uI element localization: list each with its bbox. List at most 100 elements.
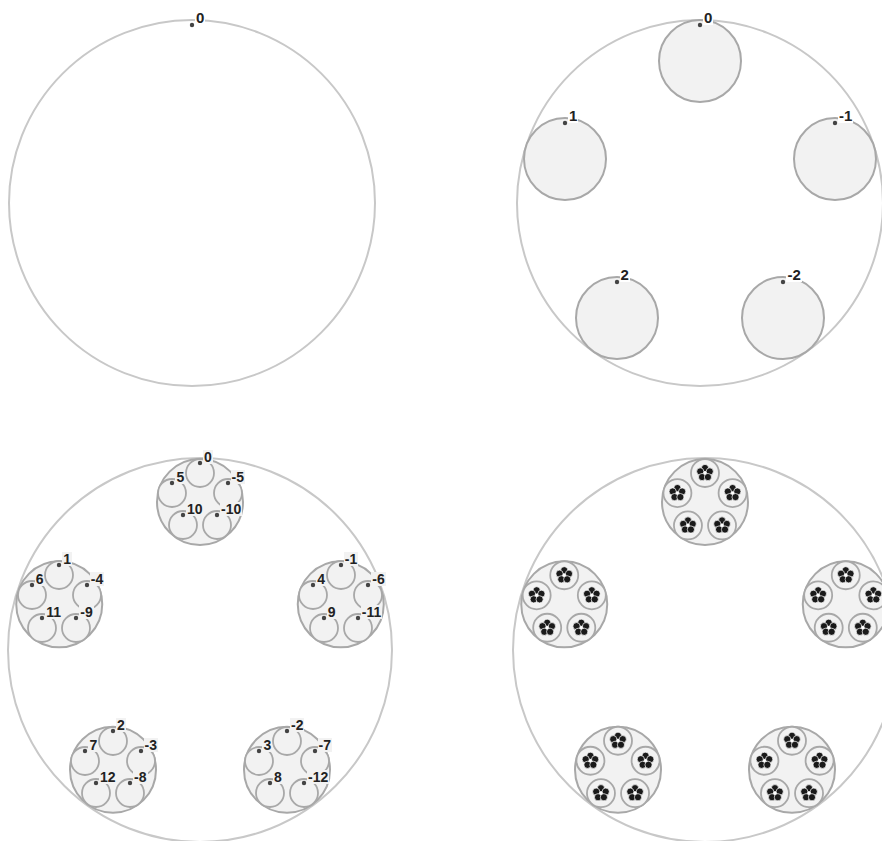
flower-centre (600, 792, 603, 795)
flower-petal (536, 596, 543, 603)
flower-centre (872, 594, 875, 597)
circle-number: -5 (231, 470, 245, 484)
marker-dot (257, 749, 261, 753)
numbered-circle: 8 (256, 779, 284, 807)
flower-petal (732, 493, 739, 500)
circle-number: -4 (90, 572, 104, 586)
flower-petal (581, 628, 588, 635)
numbered-circle: -9 (62, 614, 90, 642)
flower-mark (854, 619, 871, 635)
flower-petal (547, 628, 554, 635)
flower-mark (627, 785, 644, 801)
circle-outline (659, 20, 741, 102)
marker-dot (339, 563, 343, 567)
numbered-circle: 2 (576, 277, 658, 359)
numbered-circle: 1 (524, 118, 606, 200)
subgroup-circle (576, 747, 604, 775)
marker-dot (563, 121, 567, 125)
circle-number: 0 (195, 10, 205, 25)
subgroup-circle (523, 581, 551, 609)
circle-number: 9 (327, 605, 337, 619)
flower-petal (873, 596, 880, 603)
subgroup-circle (550, 561, 578, 589)
flower-centre (634, 792, 637, 795)
outer-circle (8, 458, 392, 841)
flower-centre (844, 574, 847, 577)
marker-dot (94, 781, 98, 785)
marker-dot (302, 781, 306, 785)
flower-petal (617, 741, 624, 748)
flower-petal (687, 526, 694, 533)
flower-mark (669, 484, 686, 500)
circle-number: 4 (316, 572, 326, 586)
subgroup-circle (708, 511, 736, 539)
numbered-circle: 9 (310, 614, 338, 642)
circle-number: 11 (45, 605, 62, 619)
circle-number: 6 (35, 572, 45, 586)
marker-dot (111, 729, 115, 733)
flower-centre (644, 759, 647, 762)
circle-number: 2 (620, 267, 630, 282)
flower-mark (811, 752, 828, 768)
flower-mark (714, 517, 731, 533)
subgroup-circle (587, 779, 615, 807)
flower-centre (704, 472, 707, 475)
circle-number: -7 (318, 738, 332, 752)
numbered-circle: -1 (794, 118, 876, 200)
marker-dot (225, 481, 229, 485)
circle-number: -12 (307, 770, 329, 784)
flower-centre (617, 739, 620, 742)
marker-dot (311, 583, 315, 587)
flower-petal (590, 761, 597, 768)
subgroup-circle (832, 561, 860, 589)
flower-centre (731, 492, 734, 495)
circle-number: 0 (203, 450, 213, 464)
subgroup-circle (621, 779, 649, 807)
flower-centre (580, 626, 583, 629)
marker-dot (170, 481, 174, 485)
flower-mark (583, 587, 600, 603)
numbered-circle: 1 (45, 561, 73, 589)
flower-mark (784, 732, 801, 748)
circle-number: -2 (786, 267, 801, 282)
flower-petal (591, 596, 598, 603)
flower-mark (837, 567, 854, 583)
flower-centre (808, 792, 811, 795)
subgroup-circle (750, 747, 778, 775)
flower-mark (865, 587, 882, 603)
marker-dot (366, 583, 370, 587)
numbered-circle: -11 (344, 614, 372, 642)
flower-centre (590, 594, 593, 597)
flower-centre (818, 759, 821, 762)
numbered-circle: 0 (659, 20, 741, 102)
numbered-circle: 3 (245, 747, 273, 775)
flower-petal (774, 794, 781, 801)
circle-number: 2 (116, 718, 126, 732)
circle-outline (742, 277, 824, 359)
marker-dot (74, 616, 78, 620)
circle-shape (794, 118, 876, 200)
marker-dot (322, 616, 326, 620)
marker-dot (83, 749, 87, 753)
circle-number: -11 (361, 605, 382, 619)
subgroup-circle (632, 747, 660, 775)
subgroup-circle (806, 747, 834, 775)
flower-centre (763, 759, 766, 762)
flower-petal (704, 473, 711, 480)
flower-petal (862, 628, 869, 635)
circle-number: 1 (568, 108, 578, 123)
circle-number: 0 (703, 10, 713, 25)
flower-centre (546, 626, 549, 629)
circle-number: -2 (290, 718, 304, 732)
flower-mark (528, 587, 545, 603)
marker-dot (781, 280, 785, 284)
circle-number: 3 (262, 738, 272, 752)
numbered-circle: -1 (327, 561, 355, 589)
marker-dot (57, 563, 61, 567)
circle-number: -1 (838, 108, 853, 123)
flower-petal (819, 761, 826, 768)
flower-petal (634, 794, 641, 801)
